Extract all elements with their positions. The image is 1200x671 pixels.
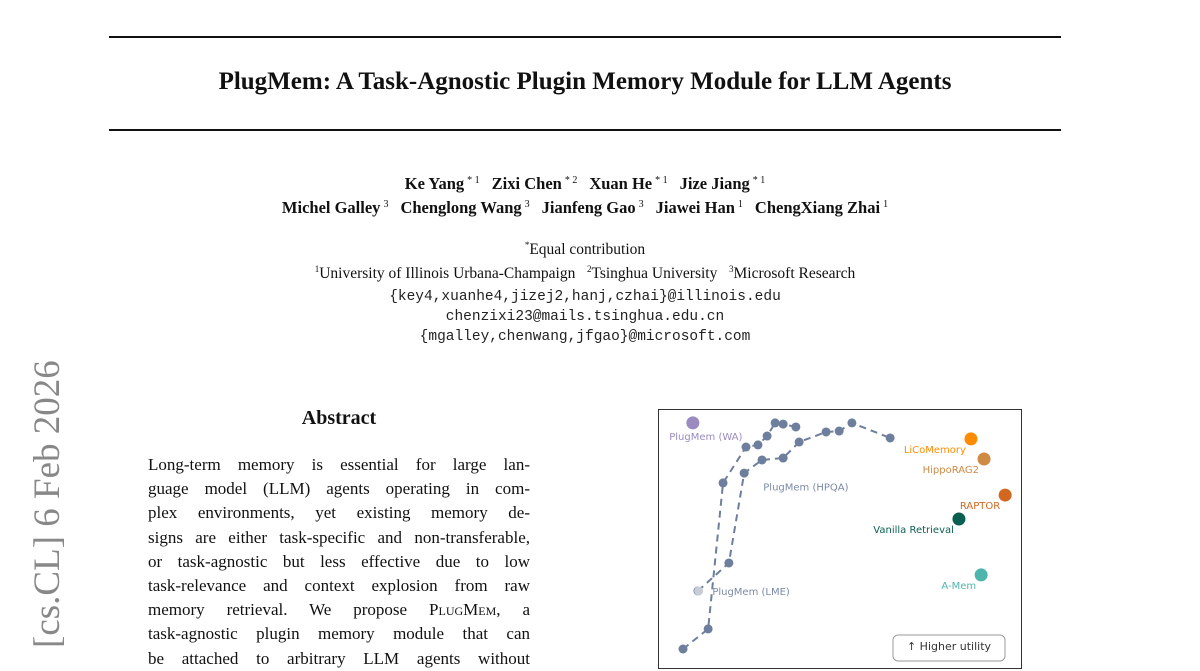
abstract-heading: Abstract	[301, 407, 377, 429]
label-point	[977, 452, 991, 466]
bottom-rule	[109, 129, 1061, 131]
point-label: HippoRAG2	[923, 465, 979, 476]
series-line-1	[697, 421, 891, 592]
label-point	[952, 512, 966, 526]
abstract-line-7: memory retrieval. We propose PlugMem, a	[148, 600, 530, 620]
author: Jize Jiang* 1	[679, 174, 766, 193]
teaser-chart: PlugMem (WA) PlugMem (HPQA) PlugMem (LME) L…	[658, 409, 1022, 669]
abstract-text: Long-term memory is essential for large …	[148, 455, 530, 668]
series-point	[678, 644, 688, 654]
author: Ke Yang* 1	[404, 174, 480, 193]
point-label: PlugMem (HPQA)	[763, 482, 848, 493]
author: Zixi Chen* 2	[491, 174, 578, 193]
email-3: {mgalley,chenwang,jfgao}@microsoft.com	[419, 329, 751, 345]
point-label: LiCoMemory	[904, 445, 966, 456]
label-point	[998, 488, 1012, 502]
series-point	[821, 427, 831, 437]
email-1: {key4,xuanhe4,jizej2,hanj,czhai}@illinoi…	[389, 289, 781, 305]
author: Xuan He* 1	[589, 174, 668, 193]
affiliations: 1University of Illinois Urbana-Champaign…	[314, 264, 856, 283]
series-point	[778, 419, 788, 429]
series-point	[791, 422, 801, 432]
series-point	[718, 478, 728, 488]
paper-title: PlugMem: A Task-Agnostic Plugin Memory M…	[218, 68, 952, 95]
series-point	[703, 624, 713, 634]
series-point	[762, 431, 772, 441]
point-label: PlugMem (WA)	[669, 432, 742, 443]
series-point	[741, 442, 751, 452]
authors-line-1: Ke Yang* 1 Zixi Chen* 2 Xuan He* 1 Jize Jia…	[0, 174, 1170, 194]
label-point	[686, 416, 700, 430]
point-label: Vanilla Retrieval	[873, 525, 954, 536]
series-point	[739, 468, 749, 478]
chart-plot: PlugMem (WA) PlugMem (HPQA) PlugMem (LME) L…	[669, 416, 1012, 662]
annotation-text: ↑ Higher utility	[907, 640, 992, 653]
email-2: chenzixi23@mails.tsinghua.edu.cn	[445, 309, 725, 325]
series-point	[885, 433, 895, 443]
series-point	[724, 558, 734, 568]
point-label: A-Mem	[941, 581, 976, 592]
series-point	[757, 455, 767, 465]
series-point	[778, 453, 788, 463]
point-label: RAPTOR	[960, 501, 1000, 512]
arxiv-stamp: [cs.CL] 6 Feb 2026	[27, 360, 68, 648]
series-point	[770, 418, 780, 428]
top-rule	[109, 36, 1061, 38]
series-point	[794, 437, 804, 447]
lme-point	[694, 586, 704, 596]
series-point	[847, 418, 857, 428]
label-point	[964, 432, 978, 446]
point-label: PlugMem (LME)	[712, 587, 790, 598]
series-point	[834, 426, 844, 436]
series-point	[753, 440, 763, 450]
label-point	[974, 568, 988, 582]
equal-contribution: *Equal contribution	[524, 240, 646, 259]
